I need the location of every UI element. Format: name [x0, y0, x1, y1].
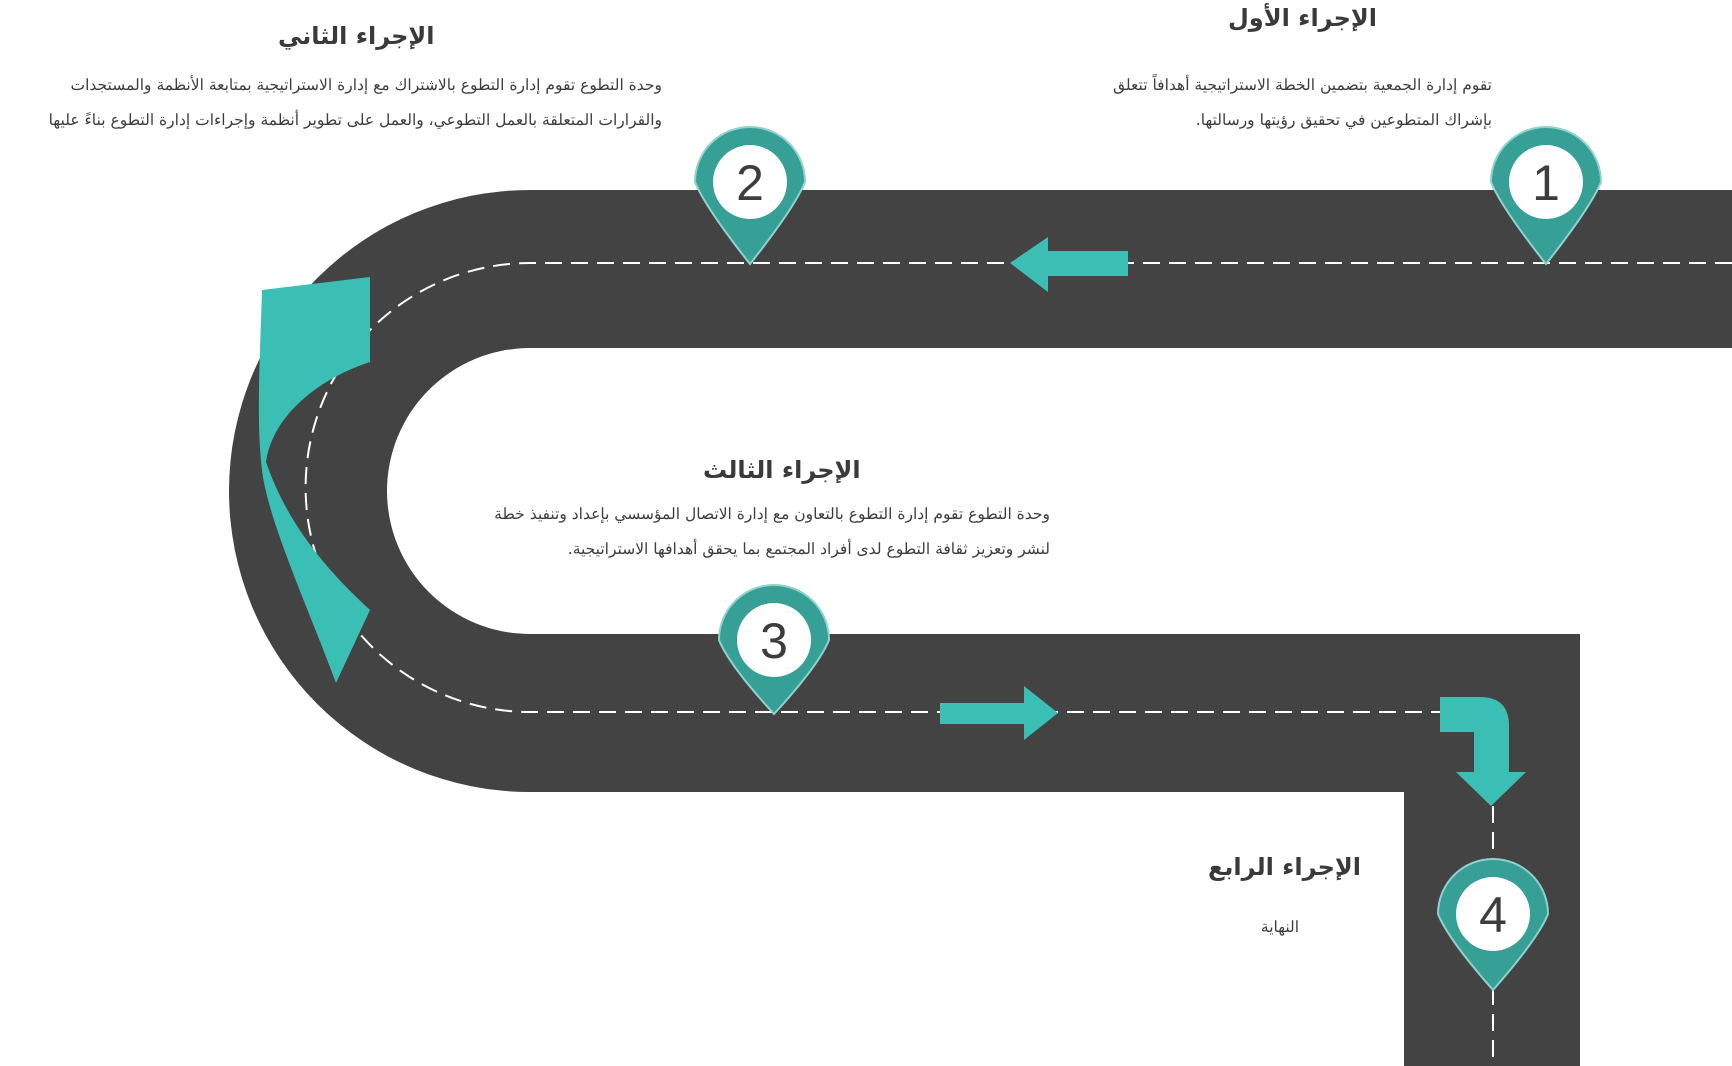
- pin-step-2: 2: [693, 126, 807, 266]
- pin-number: 1: [1532, 155, 1560, 211]
- step-4-title: الإجراء الرابع: [1208, 853, 1361, 881]
- curved-arrow-down-icon: [258, 277, 370, 683]
- pin-face: [1456, 877, 1530, 951]
- step-3-title: الإجراء الثالث: [703, 456, 861, 484]
- pin-face: [713, 145, 787, 219]
- pin-step-1: 1: [1489, 126, 1603, 266]
- arrow-left-icon: [1010, 237, 1128, 292]
- arrows: [258, 237, 1526, 806]
- pin-step-4: 4: [1436, 858, 1550, 992]
- pin-number: 2: [736, 155, 764, 211]
- step-3-description: وحدة التطوع تقوم إدارة التطوع بالتعاون م…: [494, 505, 1050, 558]
- step-2-description: وحدة التطوع تقوم إدارة التطوع بالاشتراك …: [48, 76, 662, 129]
- pin-step-3: 3: [717, 584, 831, 716]
- pin-number: 4: [1479, 887, 1507, 943]
- lane-marking: [304, 262, 1732, 1066]
- step-4-description: النهاية: [1260, 918, 1300, 936]
- pin-face: [737, 603, 811, 677]
- map-pins: 1 2 3 4: [693, 126, 1603, 992]
- pin-number: 3: [760, 613, 788, 669]
- step-1-title: الإجراء الأول: [1227, 4, 1377, 32]
- step-2-title: الإجراء الثاني: [278, 22, 435, 50]
- turn-down-arrow-icon: [1440, 697, 1526, 806]
- road-shape: [229, 190, 1732, 1066]
- arrow-right-icon: [940, 686, 1058, 740]
- road: [229, 190, 1732, 1066]
- pin-face: [1509, 145, 1583, 219]
- step-1-description: تقوم إدارة الجمعية بتضمين الخطة الاسترات…: [1113, 76, 1492, 129]
